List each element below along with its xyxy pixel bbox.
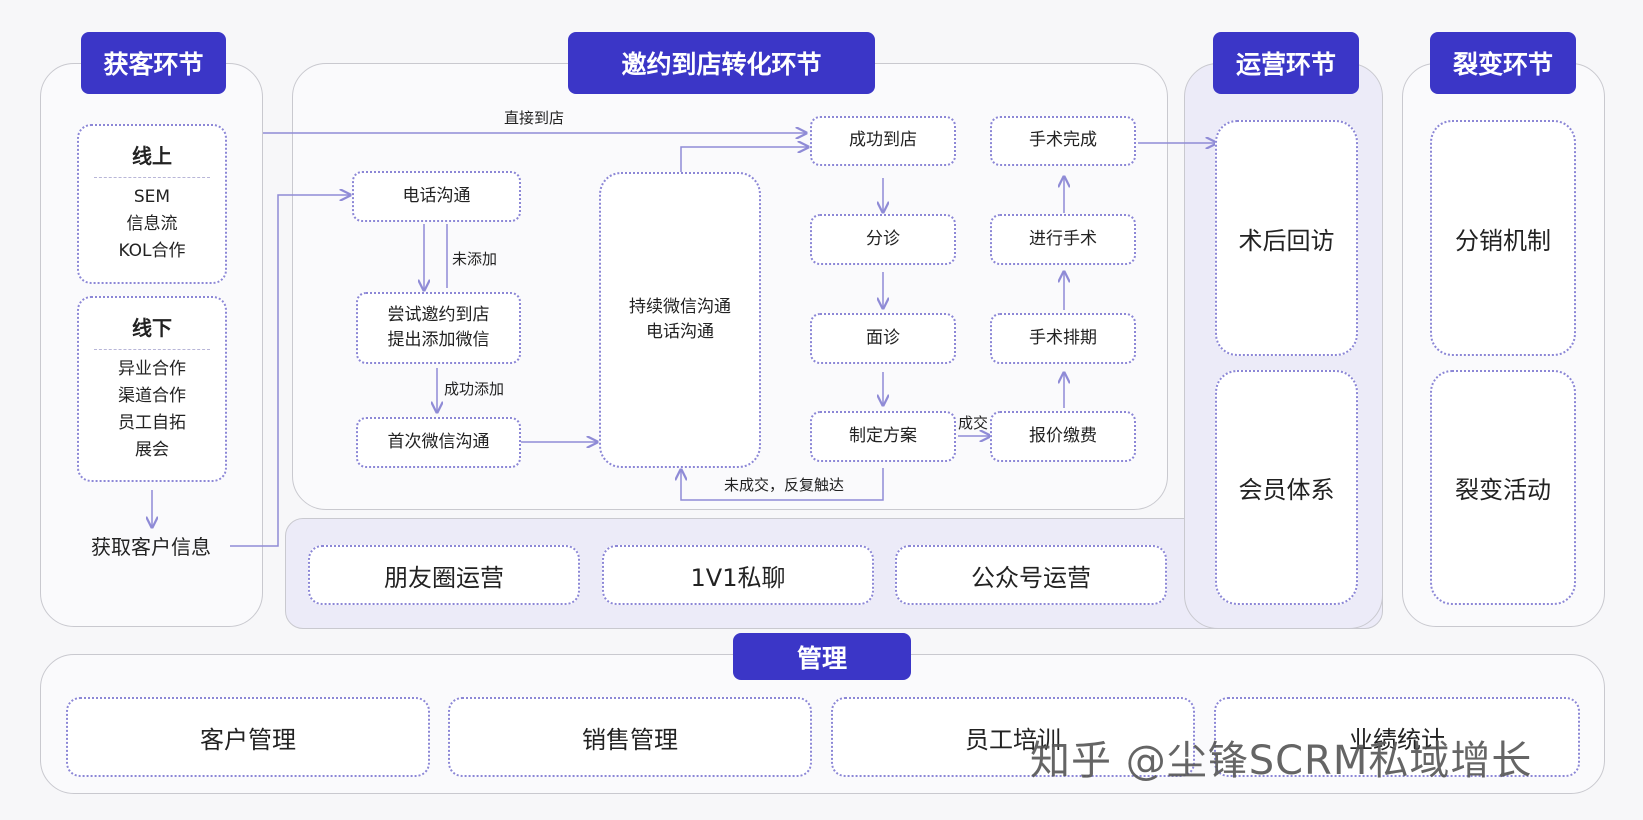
manage-customer: 客户管理 (66, 697, 430, 777)
line-continuous-to-arrive (680, 147, 808, 172)
offline-title: 线下 (93, 298, 211, 350)
section-badge-manage: 管理 (733, 633, 911, 680)
node-continuous-line: 持续微信沟通 (629, 296, 731, 317)
manage-training: 员工培训 (831, 697, 1195, 777)
label-no-deal: 未成交，反复触达 (724, 476, 845, 494)
label-added: 成功添加 (444, 380, 505, 398)
node-schedule: 手术排期 (990, 313, 1136, 364)
section-badge-fission: 裂变环节 (1430, 32, 1576, 94)
line-plan-no-deal (681, 468, 884, 501)
node-perform: 进行手术 (990, 214, 1136, 265)
offline-item: 渠道合作 (118, 386, 186, 406)
node-try-invite-line: 提出添加微信 (387, 330, 490, 350)
online-title: 线上 (93, 126, 211, 178)
node-continuous: 持续微信沟通 电话沟通 (599, 172, 761, 468)
fission-distribution: 分销机制 (1430, 120, 1576, 356)
label-deal: 成交 (958, 414, 989, 432)
node-plan: 制定方案 (810, 411, 956, 462)
node-phone: 电话沟通 (352, 171, 521, 222)
watermark: 知乎 @尘锋SCRM私域增长 (1030, 738, 1533, 784)
offline-box: 线下 异业合作 渠道合作 员工自拓 展会 (77, 296, 227, 482)
node-continuous-line: 电话沟通 (646, 322, 714, 342)
online-item: KOL合作 (118, 241, 186, 261)
online-item: 信息流 (126, 214, 178, 234)
node-triage: 分诊 (810, 214, 956, 265)
offline-item: 员工自拓 (118, 413, 186, 433)
node-complete: 手术完成 (990, 116, 1136, 166)
offline-item: 异业合作 (118, 359, 186, 379)
node-try-invite: 尝试邀约到店 提出添加微信 (356, 292, 521, 364)
section-badge-acquire: 获客环节 (81, 32, 226, 94)
node-arrive: 成功到店 (810, 116, 956, 166)
operate-followup: 术后回访 (1215, 120, 1358, 356)
node-consult: 面诊 (810, 313, 956, 364)
section-badge-operate: 运营环节 (1213, 32, 1359, 94)
section-badge-invite: 邀约到店转化环节 (568, 32, 875, 94)
online-item: SEM (133, 187, 171, 207)
node-try-invite-line: 尝试邀约到店 (387, 304, 490, 325)
operate-membership: 会员体系 (1215, 370, 1358, 605)
node-first-wechat: 首次微信沟通 (356, 417, 521, 468)
manage-sales: 销售管理 (448, 697, 812, 777)
online-box: 线上 SEM 信息流 KOL合作 (77, 124, 227, 284)
offline-item: 展会 (135, 440, 169, 460)
channel-private-chat: 1V1私聊 (602, 545, 874, 605)
label-not-added: 未添加 (452, 250, 498, 268)
get-customer-info: 获取客户信息 (91, 535, 211, 559)
channel-moments: 朋友圈运营 (308, 545, 580, 605)
label-direct: 直接到店 (504, 109, 565, 127)
fission-activity: 裂变活动 (1430, 370, 1576, 605)
line-info-to-phone (230, 195, 350, 547)
manage-performance: 业绩统计 (1214, 697, 1580, 777)
node-quote: 报价缴费 (990, 411, 1136, 462)
channel-official-account: 公众号运营 (895, 545, 1167, 605)
